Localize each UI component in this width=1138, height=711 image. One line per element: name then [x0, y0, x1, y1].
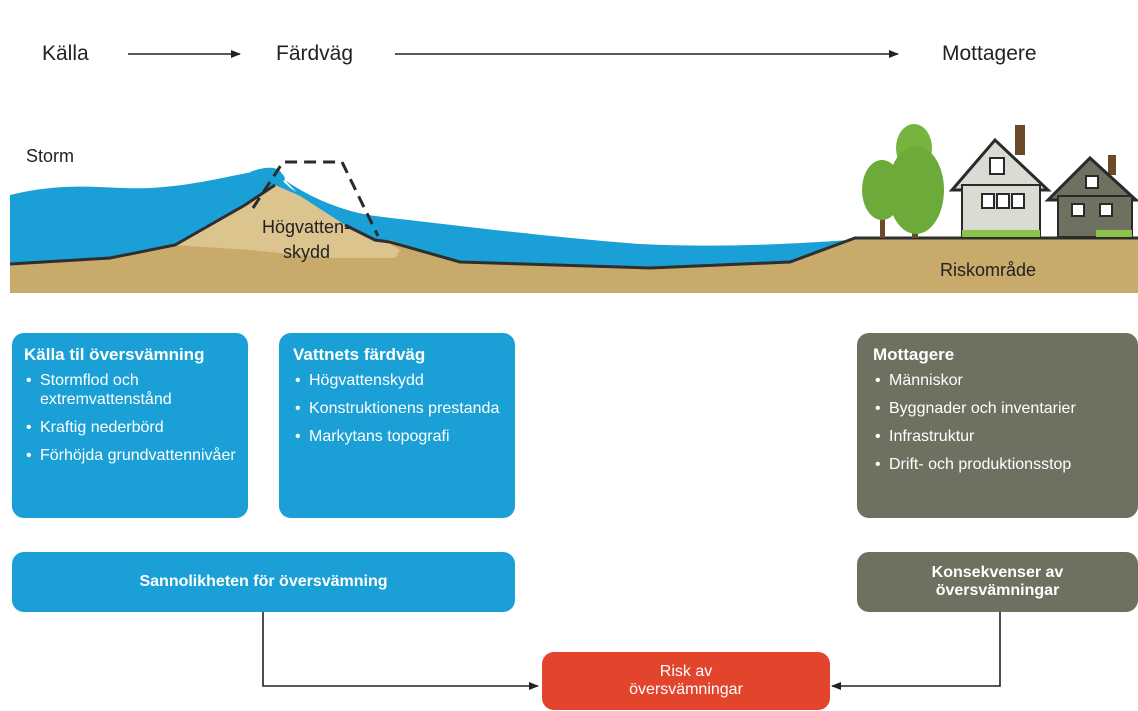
list-item: Människor: [873, 371, 1122, 390]
list-item: Byggnader och inventarier: [873, 399, 1122, 418]
list-item: Kraftig nederbörd: [24, 418, 236, 437]
flow-source-label: Källa: [42, 42, 89, 65]
consequence-label-line2: översvämningar: [935, 582, 1060, 599]
risk-area-label: Riskområde: [940, 260, 1037, 280]
risk-label-line1: Risk av: [659, 663, 713, 680]
storm-label: Storm: [26, 146, 75, 166]
flow-receiver-label: Mottagere: [942, 42, 1037, 65]
list-item: Konstruktionens prestanda: [293, 399, 501, 418]
wave-crest: [250, 167, 345, 215]
list-item: Infrastruktur: [873, 427, 1122, 446]
connector-consequence-to-risk: [831, 612, 1001, 690]
pathway-box: Vattnets färdväg Högvattenskydd Konstruk…: [279, 333, 515, 518]
house-small: [1044, 155, 1138, 238]
house-large: [948, 125, 1052, 238]
tree-large: [888, 124, 944, 238]
receiver-box-title: Mottagere: [873, 345, 955, 364]
receiver-box-list: Människor Byggnader och inventarier Infr…: [873, 371, 1122, 474]
terrain-outline: [9, 183, 1138, 270]
list-item: Markytans topografi: [293, 427, 501, 446]
pathway-box-list: Högvattenskydd Konstruktionens prestanda…: [293, 371, 501, 446]
probability-box: Sannolikheten för översvämning: [12, 552, 515, 612]
flood-water: [285, 180, 850, 268]
risk-label-line2: översvämningar: [629, 681, 743, 698]
probability-label: Sannolikheten för översvämning: [139, 573, 388, 590]
dike-dashed-outline: [251, 160, 380, 237]
dike-body: [175, 185, 400, 258]
pathway-box-title: Vattnets färdväg: [293, 345, 426, 364]
list-item: Förhöjda grundvattennivåer: [24, 446, 236, 465]
connector-probability-to-risk: [262, 612, 539, 690]
flow-pathway-label: Färdväg: [276, 42, 354, 65]
consequence-box: Konsekvenser av översvämningar: [857, 552, 1138, 612]
risk-box: Risk av översvämningar: [542, 652, 830, 710]
source-box: Källa til översvämning Stormflod och ext…: [12, 333, 248, 518]
receiver-box: Mottagere Människor Byggnader och invent…: [857, 333, 1138, 518]
source-box-title: Källa til översvämning: [24, 345, 205, 364]
consequence-label-line1: Konsekvenser av: [931, 564, 1064, 581]
dike-label-line1: Högvatten-: [262, 217, 351, 237]
list-item: Drift- och produktionsstop: [873, 455, 1122, 474]
source-box-list: Stormflod och extremvattenstånd Kraftig …: [24, 371, 236, 465]
storm-water: [10, 169, 285, 264]
dike-label-line2: skydd: [283, 242, 331, 262]
list-item: Högvattenskydd: [293, 371, 501, 390]
list-item: Stormflod och extremvattenstånd: [24, 371, 236, 409]
